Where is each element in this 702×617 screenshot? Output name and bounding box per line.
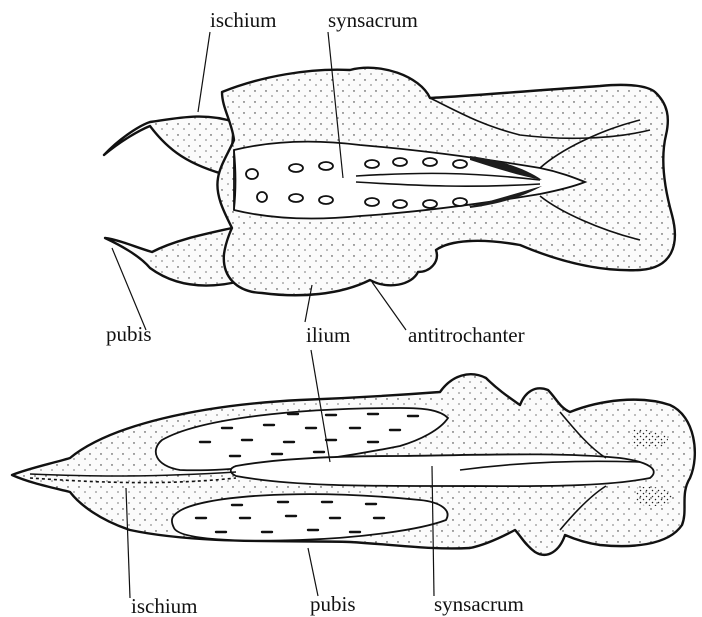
- top-pelvis: [104, 68, 675, 296]
- label-ischium-bottom: ischium: [131, 596, 198, 617]
- label-ilium: ilium: [306, 325, 350, 346]
- label-ischium-top: ischium: [210, 10, 277, 31]
- bottom-pelvis: [12, 374, 695, 555]
- bottom-synsacrum: [231, 454, 654, 486]
- label-synsacrum-bottom: synsacrum: [434, 594, 524, 615]
- label-pubis-bottom: pubis: [310, 594, 356, 615]
- label-antitrochanter: antitrochanter: [408, 325, 525, 346]
- label-pubis-top: pubis: [106, 324, 152, 345]
- label-synsacrum-top: synsacrum: [328, 10, 418, 31]
